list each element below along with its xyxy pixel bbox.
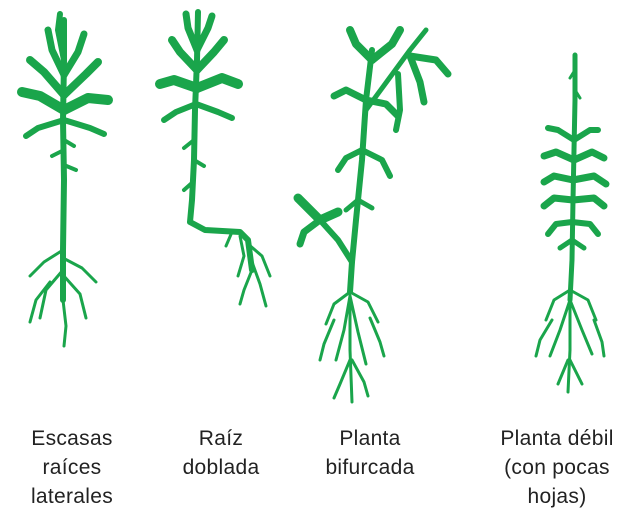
plant-3-branch <box>320 220 352 262</box>
caption-scarce-lateral-roots: Escasas raíces laterales <box>0 424 147 511</box>
caption-line: Raíz <box>146 424 296 453</box>
caption-line: (con pocas <box>482 453 629 482</box>
plant-4-roots <box>536 290 604 392</box>
plant-3-foliage <box>298 30 448 244</box>
caption-line: Escasas <box>0 424 147 453</box>
caption-line: doblada <box>146 453 296 482</box>
seedling-bent-root <box>160 12 270 306</box>
caption-line: Planta <box>295 424 445 453</box>
caption-forked-plant: Planta bifurcada <box>295 424 445 482</box>
seedling-forked <box>298 30 448 402</box>
plant-2-roots <box>226 232 270 306</box>
plant-2-foliage <box>160 14 238 190</box>
plant-3-roots <box>320 292 384 402</box>
seedling-scarce-lateral-roots <box>22 14 108 346</box>
caption-line: bifurcada <box>295 453 445 482</box>
plant-3-stem <box>350 50 372 292</box>
caption-line: raíces <box>0 453 147 482</box>
caption-line: Planta débil <box>482 424 629 453</box>
caption-weak-plant: Planta débil (con pocas hojas) <box>482 424 629 511</box>
caption-line: laterales <box>0 482 147 511</box>
caption-bent-root: Raíz doblada <box>146 424 296 482</box>
seedling-weak-few-leaves <box>536 55 606 392</box>
caption-line: hojas) <box>482 482 629 511</box>
